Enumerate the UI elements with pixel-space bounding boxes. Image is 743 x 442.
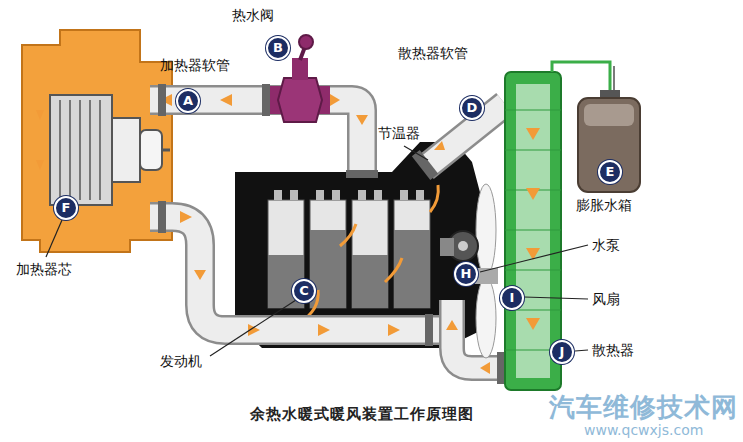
callout-letter: I bbox=[500, 286, 524, 310]
part-label: 加热器芯 bbox=[16, 260, 72, 278]
callout-letter: A bbox=[176, 89, 200, 113]
coolant-hoses bbox=[150, 100, 506, 368]
part-label: 散热器 bbox=[592, 341, 634, 359]
part-label: 热水阀 bbox=[232, 6, 274, 24]
part-label: 风扇 bbox=[592, 290, 620, 308]
callout-letter: F bbox=[54, 196, 78, 220]
watermark-url: www.qcwxjs.com bbox=[584, 422, 703, 438]
expansion-tank bbox=[552, 62, 640, 192]
part-label: 散热器软管 bbox=[398, 44, 468, 62]
radiator bbox=[505, 72, 561, 390]
callout-letter: J bbox=[550, 340, 574, 364]
callout-letter: E bbox=[598, 160, 622, 184]
water-pump bbox=[440, 231, 478, 261]
part-label: 节温器 bbox=[378, 124, 420, 142]
callout-letter: H bbox=[454, 262, 478, 286]
part-label: 膨胀水箱 bbox=[576, 196, 632, 214]
flow-arrows bbox=[160, 94, 490, 374]
callout-letter: C bbox=[292, 279, 316, 303]
part-label: 发动机 bbox=[160, 352, 202, 370]
part-label: 加热器软管 bbox=[160, 56, 230, 74]
diagram-caption: 余热水暖式暖风装置工作原理图 bbox=[250, 405, 474, 424]
part-label: 水泵 bbox=[592, 236, 620, 254]
callout-letter: D bbox=[460, 96, 484, 120]
callout-letter: B bbox=[266, 36, 290, 60]
hose-clamps bbox=[158, 84, 505, 384]
watermark: 汽车维修技术网 bbox=[549, 390, 738, 425]
leader-lines bbox=[46, 66, 614, 356]
heater-housing bbox=[22, 30, 172, 252]
